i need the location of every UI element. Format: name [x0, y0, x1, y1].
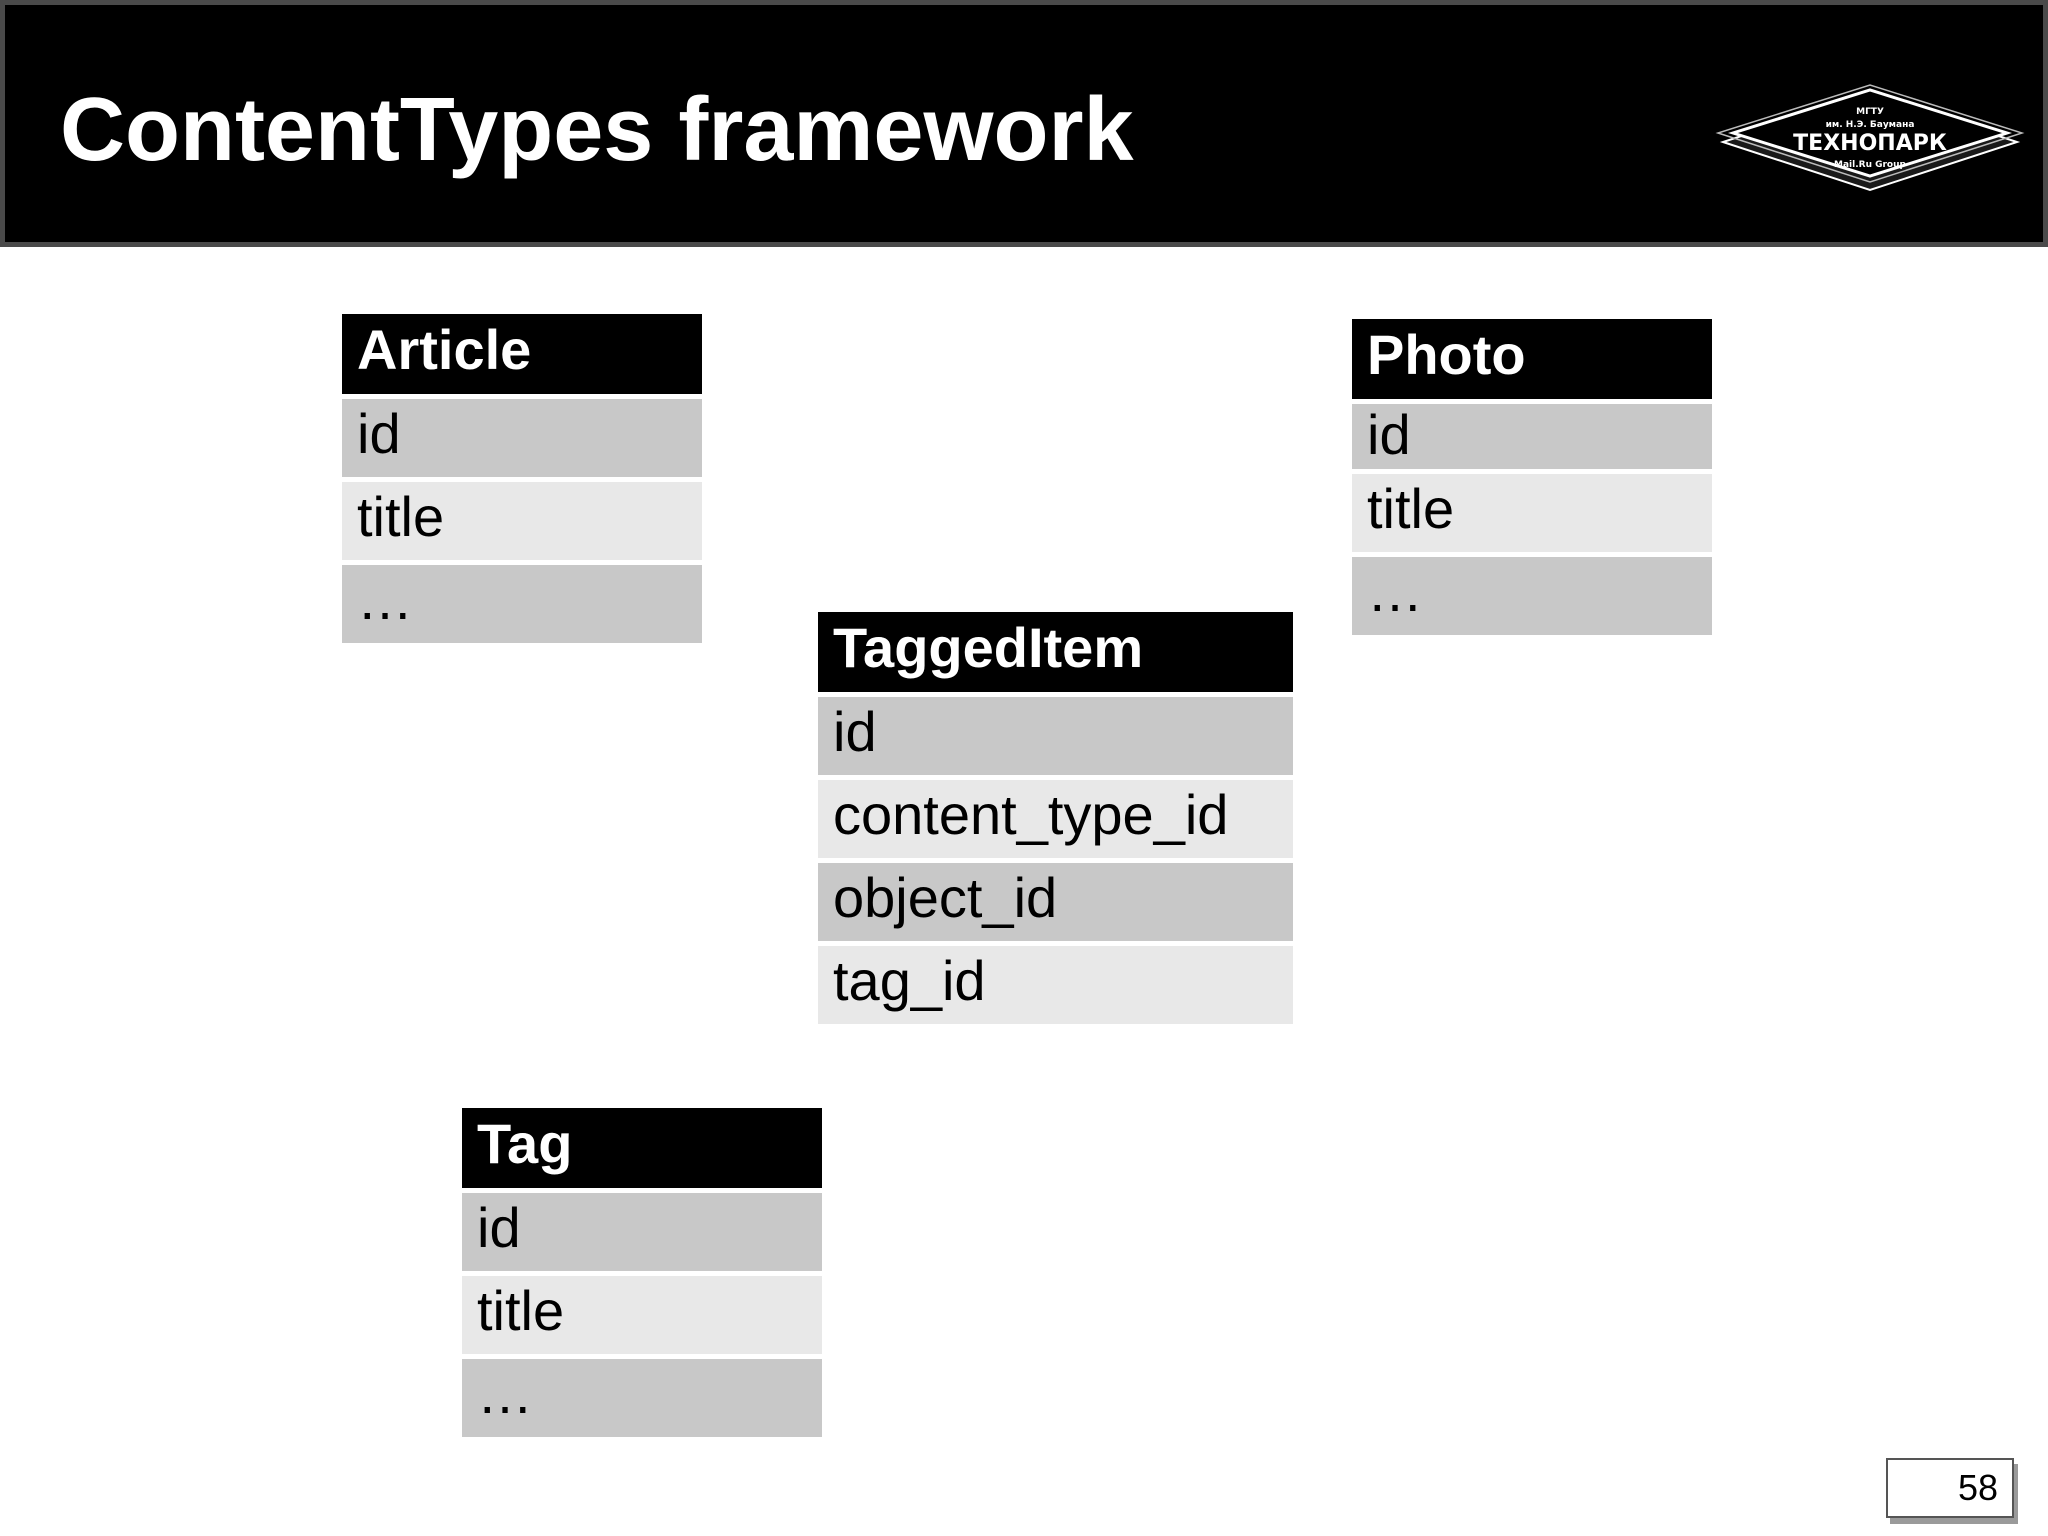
table-field: id [342, 399, 702, 477]
table-field: … [462, 1359, 822, 1437]
table-name: TaggedItem [818, 612, 1293, 692]
svg-text:Mail.Ru Group: Mail.Ru Group [1834, 160, 1907, 170]
table-field: id [462, 1193, 822, 1271]
table-field: title [462, 1276, 822, 1354]
svg-text:МГТУ: МГТУ [1856, 107, 1884, 117]
table-field: content_type_id [818, 780, 1293, 858]
table-field: id [1352, 404, 1712, 469]
slide-title: ContentTypes framework [60, 80, 1134, 180]
technopark-logo: МГТУ им. Н.Э. Баумана ТЕХНОПАРК Mail.Ru … [1715, 84, 2025, 192]
table-field: id [818, 697, 1293, 775]
table-tag: Tag id title … [462, 1108, 822, 1437]
table-name: Photo [1352, 319, 1712, 399]
slide-header: ContentTypes framework МГТУ им. Н.Э. Бау… [0, 0, 2048, 247]
table-article: Article id title … [342, 314, 702, 643]
table-field: title [342, 482, 702, 560]
table-field: title [1352, 474, 1712, 552]
table-field: … [342, 565, 702, 643]
table-name: Tag [462, 1108, 822, 1188]
svg-text:им. Н.Э. Баумана: им. Н.Э. Баумана [1826, 120, 1915, 130]
svg-text:ТЕХНОПАРК: ТЕХНОПАРК [1793, 131, 1947, 156]
table-field: … [1352, 557, 1712, 635]
table-photo: Photo id title … [1352, 319, 1712, 635]
page-number: 58 [1886, 1458, 2014, 1518]
table-tagged-item: TaggedItem id content_type_id object_id … [818, 612, 1293, 1024]
table-field: tag_id [818, 946, 1293, 1024]
table-name: Article [342, 314, 702, 394]
table-field: object_id [818, 863, 1293, 941]
